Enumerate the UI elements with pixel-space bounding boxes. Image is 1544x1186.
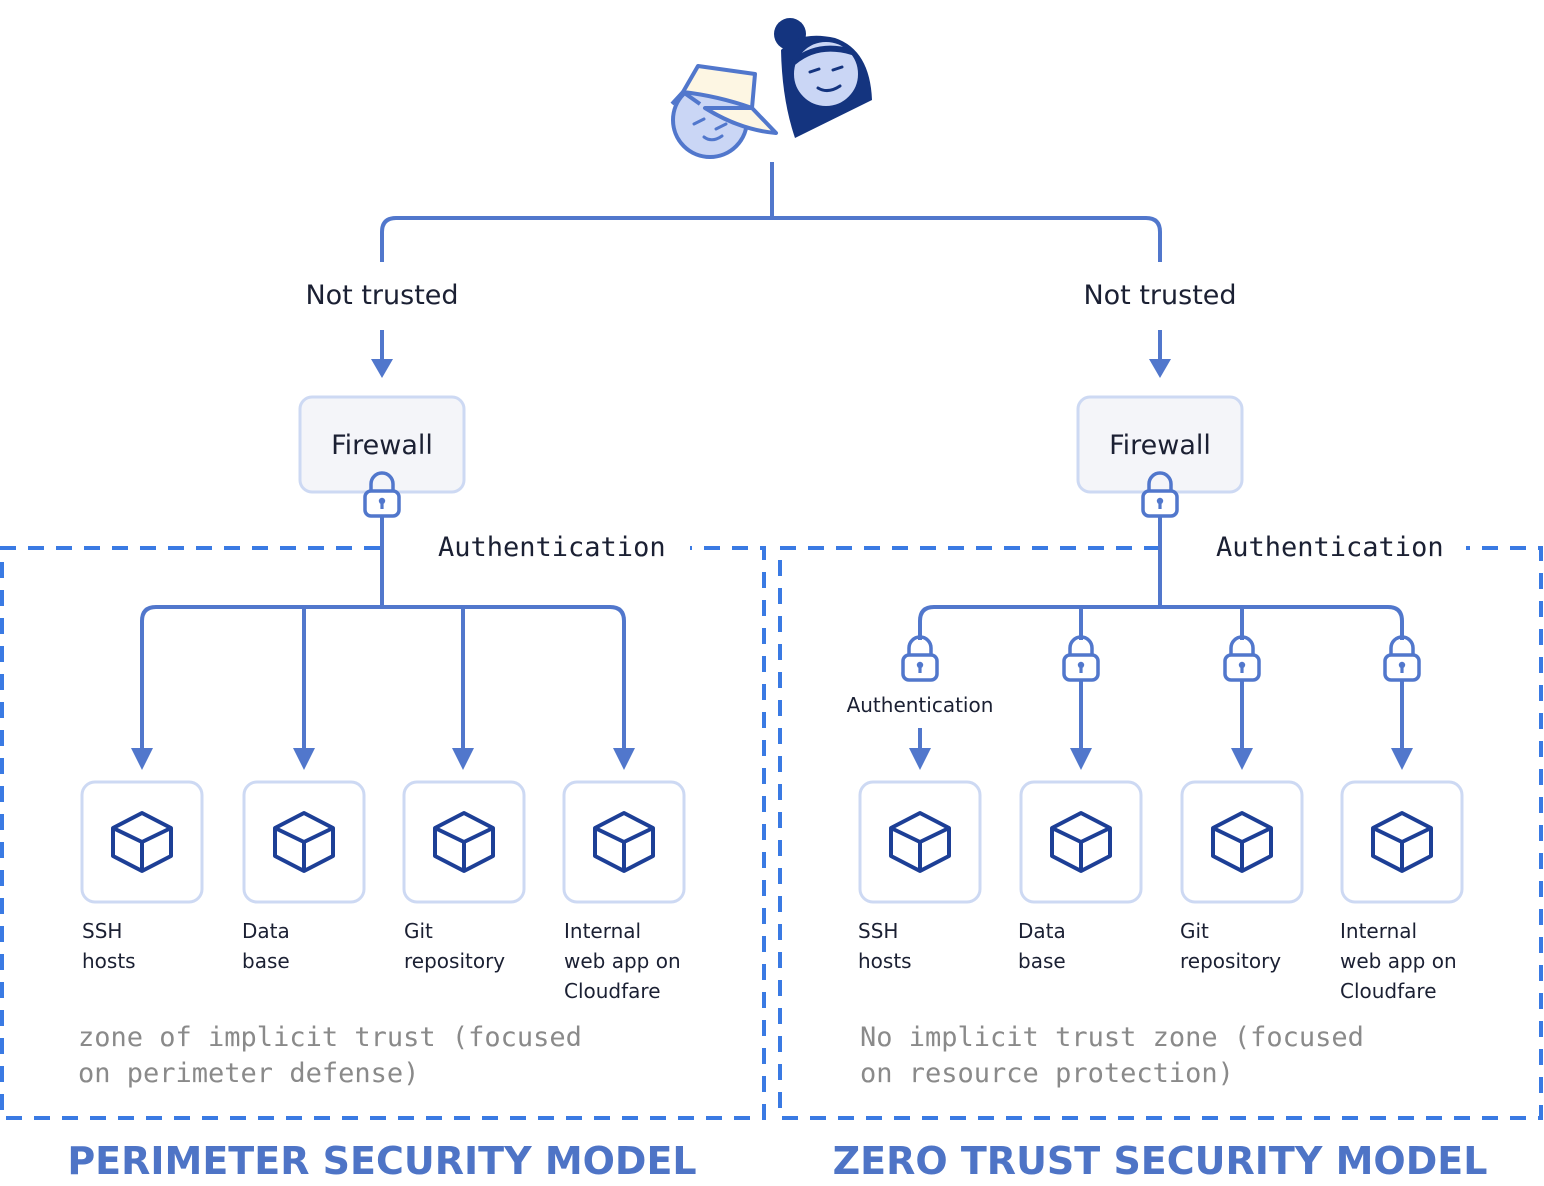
zero-trust-zone-caption-1: No implicit trust zone (focused bbox=[860, 1022, 1364, 1053]
zone-borders bbox=[0, 546, 1543, 1120]
arrow-down-icon bbox=[371, 330, 393, 378]
resource-label-line: Data bbox=[1018, 919, 1066, 943]
resource-label-line: Data bbox=[242, 919, 290, 943]
perimeter-title: PERIMETER SECURITY MODEL bbox=[67, 1139, 696, 1183]
svg-text:repository: repository bbox=[1180, 949, 1281, 973]
perimeter-zone-caption-2: on perimeter defense) bbox=[78, 1058, 419, 1089]
resource-label-line: base bbox=[242, 949, 290, 973]
svg-text:Internal: Internal bbox=[564, 919, 641, 943]
svg-text:Git: Git bbox=[1180, 919, 1209, 943]
zero-trust-firewall-label: Firewall bbox=[1109, 430, 1211, 461]
resource-card: Internal web app on Cloudfare bbox=[1340, 780, 1464, 1003]
svg-text:Git: Git bbox=[404, 919, 433, 943]
lock-icon bbox=[901, 635, 939, 682]
svg-text:SSH: SSH bbox=[858, 919, 898, 943]
resource-label-line: web app on bbox=[564, 949, 681, 973]
resource-label-line: Cloudfare bbox=[1340, 979, 1437, 1003]
perimeter-trust-label: Not trusted bbox=[305, 280, 458, 311]
resource-label-line: repository bbox=[1180, 949, 1281, 973]
resource-card: SSH hosts bbox=[858, 780, 982, 973]
svg-text:hosts: hosts bbox=[82, 949, 136, 973]
resource-label-line: hosts bbox=[858, 949, 912, 973]
svg-text:web app on: web app on bbox=[564, 949, 681, 973]
zero-trust-model: Not trusted Firewall Authentication Auth… bbox=[833, 280, 1488, 1183]
resource-card: SSH hosts bbox=[80, 780, 204, 973]
zero-trust-auth-label: Authentication bbox=[1216, 532, 1444, 563]
zero-trust-branch bbox=[918, 605, 1404, 640]
resource-label-line: Internal bbox=[1340, 919, 1417, 943]
resource-label-line: Git bbox=[404, 919, 433, 943]
lock-icon bbox=[1062, 635, 1100, 682]
resource-label-line: base bbox=[1018, 949, 1066, 973]
resource-label-line: repository bbox=[404, 949, 505, 973]
perimeter-model: Not trusted Firewall Authentication SSH … bbox=[67, 280, 696, 1183]
svg-text:Data: Data bbox=[1018, 919, 1066, 943]
resource-card: Internal web app on Cloudfare bbox=[562, 780, 686, 1003]
resource-label-line: Cloudfare bbox=[564, 979, 661, 1003]
resource-label-line: hosts bbox=[82, 949, 136, 973]
svg-text:base: base bbox=[1018, 949, 1066, 973]
svg-text:Cloudfare: Cloudfare bbox=[1340, 979, 1437, 1003]
users-icon bbox=[670, 18, 872, 159]
resource-label-line: SSH bbox=[82, 919, 122, 943]
perimeter-firewall-label: Firewall bbox=[331, 430, 433, 461]
per-resource-auth-label: Authentication bbox=[847, 693, 994, 717]
perimeter-zone-border bbox=[0, 546, 766, 1120]
svg-text:Internal: Internal bbox=[1340, 919, 1417, 943]
svg-text:SSH: SSH bbox=[82, 919, 122, 943]
zero-trust-zone-caption-2: on resource protection) bbox=[860, 1058, 1234, 1089]
resource-label-line: Git bbox=[1180, 919, 1209, 943]
resource-card: Data base bbox=[1018, 780, 1143, 973]
resource-label-line: Internal bbox=[564, 919, 641, 943]
svg-text:repository: repository bbox=[404, 949, 505, 973]
zero-trust-title: ZERO TRUST SECURITY MODEL bbox=[833, 1139, 1488, 1183]
resource-label-line: web app on bbox=[1340, 949, 1457, 973]
svg-text:base: base bbox=[242, 949, 290, 973]
perimeter-branch bbox=[140, 605, 626, 750]
resource-card: Git repository bbox=[402, 780, 526, 973]
lock-icon bbox=[1223, 635, 1261, 682]
svg-text:hosts: hosts bbox=[858, 949, 912, 973]
zero-trust-trust-label: Not trusted bbox=[1083, 280, 1236, 311]
arrow-heads bbox=[131, 748, 635, 770]
top-connector bbox=[380, 162, 1162, 262]
resource-label-line: SSH bbox=[858, 919, 898, 943]
resource-card: Git repository bbox=[1180, 780, 1304, 973]
resource-card: Data base bbox=[242, 780, 366, 973]
svg-text:Data: Data bbox=[242, 919, 290, 943]
arrow-down-icon bbox=[1149, 330, 1171, 378]
perimeter-zone-caption-1: zone of implicit trust (focused bbox=[78, 1022, 582, 1053]
zero-trust-zone-border bbox=[778, 546, 1543, 1120]
svg-text:web app on: web app on bbox=[1340, 949, 1457, 973]
svg-text:Cloudfare: Cloudfare bbox=[564, 979, 661, 1003]
perimeter-auth-label: Authentication bbox=[438, 532, 666, 563]
arrow-heads bbox=[909, 748, 1413, 770]
lock-icon bbox=[1383, 635, 1421, 682]
